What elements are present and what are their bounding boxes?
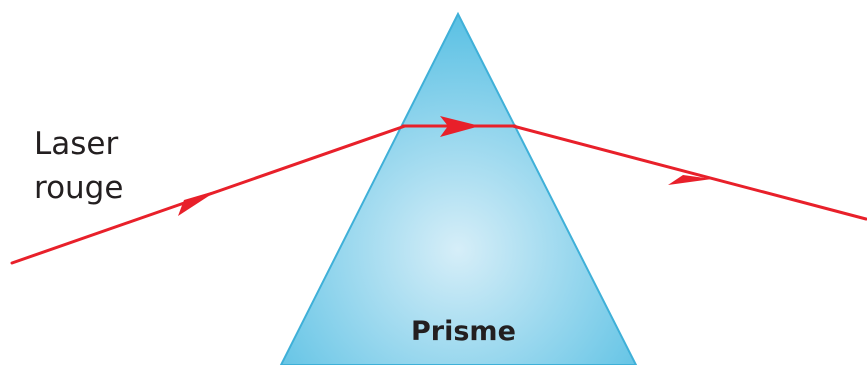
arrowhead-internal <box>440 116 480 137</box>
arrowhead-incident <box>178 190 218 216</box>
prism-shape <box>279 11 638 365</box>
laser-label-line2: rouge <box>34 170 124 206</box>
arrowhead-emergent <box>668 175 712 185</box>
prism-label: Prisme <box>411 316 516 347</box>
emergent-ray <box>511 124 867 221</box>
laser-beam <box>10 116 867 265</box>
laser-label: Laser rouge <box>34 122 123 210</box>
laser-label-line1: Laser <box>34 126 119 162</box>
